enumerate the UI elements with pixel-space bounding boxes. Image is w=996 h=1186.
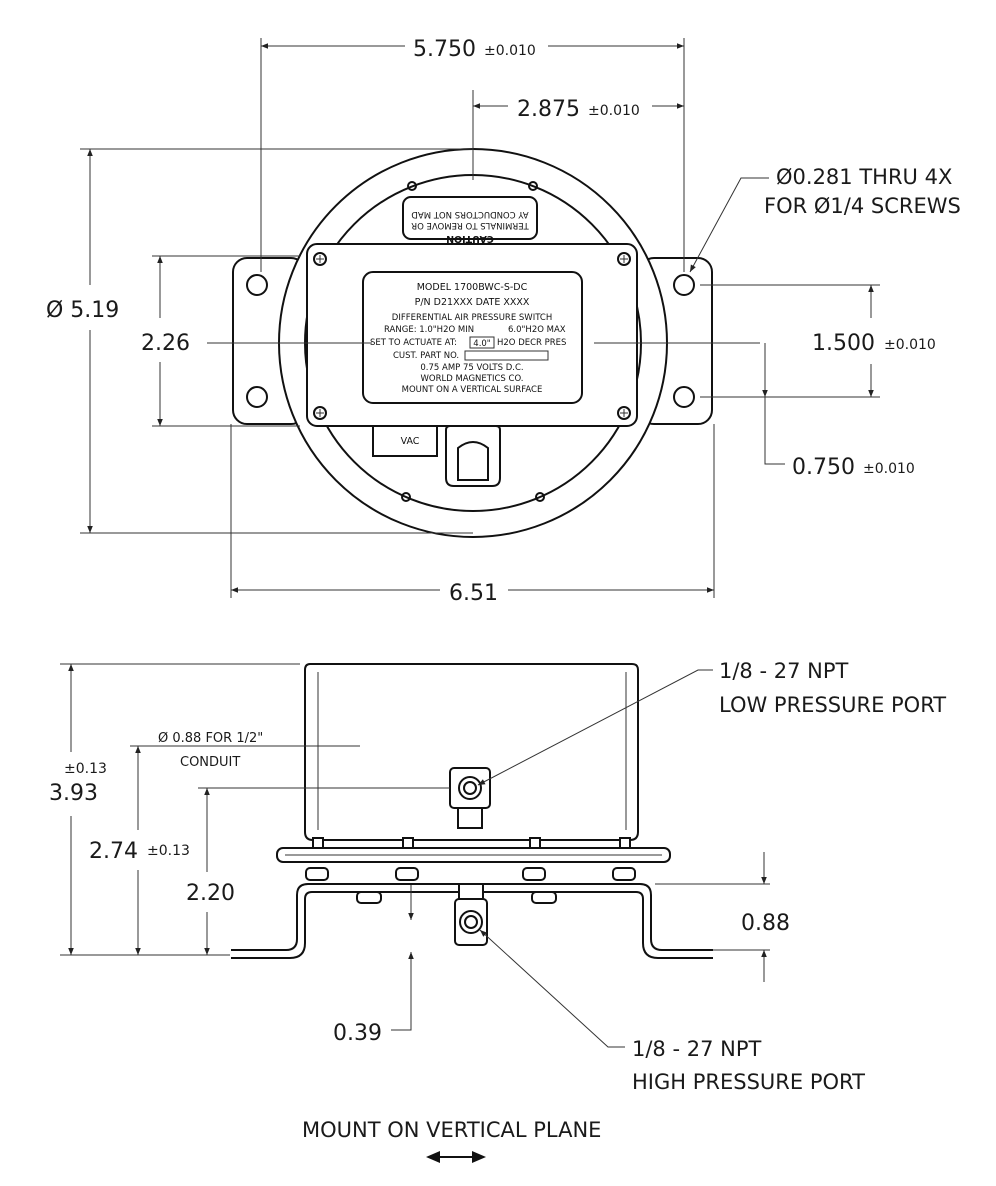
plate-set-suffix: H2O DECR PRES [497, 338, 566, 348]
low-port-line1: 1/8 - 27 NPT [719, 659, 848, 683]
vac-label: VAC [401, 436, 420, 447]
plate-cust-part: CUST. PART NO. [393, 351, 459, 361]
caution-label [402, 196, 538, 240]
dim-hole-span-right: 1.500 [812, 331, 875, 356]
conduit-line2: CONDUIT [180, 755, 240, 770]
vac-tab [372, 425, 438, 457]
mounting-hole-bl [246, 386, 268, 408]
top-view: CAUTION TERMINALS TO REMOVE OR AY CONDUC… [46, 37, 961, 606]
dim-bracket-thickness: 0.39 [333, 1021, 382, 1046]
plate-maker: WORLD MAGNETICS CO. [420, 374, 523, 384]
plate-set-label: SET TO ACTUATE AT: [370, 338, 457, 348]
dim-conduit-height: 2.74 [89, 839, 138, 864]
conduit-line1: Ø 0.88 FOR 1/2" [158, 731, 263, 746]
hole-note-line2: FOR Ø1/4 SCREWS [764, 194, 961, 218]
low-port-line2: LOW PRESSURE PORT [719, 693, 946, 717]
screw-icon [313, 252, 631, 420]
plate-range-min: RANGE: 1.0"H2O MIN [384, 325, 474, 335]
dim-half-width: 2.875 [517, 97, 580, 122]
dim-overall-width-tol: ±0.010 [484, 43, 536, 59]
side-view: ±0.13 3.93 2.74 ±0.13 Ø 0.88 FOR 1/2" CO… [49, 659, 946, 1094]
dim-overall-width: 5.750 [413, 37, 476, 62]
mount-note: MOUNT ON VERTICAL PLANE [302, 1118, 601, 1142]
plate-rating: 0.75 AMP 75 VOLTS D.C. [420, 363, 523, 373]
double-arrow-icon [426, 1151, 486, 1163]
plate-model: MODEL 1700BWC-S-DC [417, 282, 528, 293]
dim-conduit-tol: ±0.13 [147, 843, 190, 859]
plate-mount: MOUNT ON A VERTICAL SURFACE [402, 385, 543, 395]
flange-bolts [312, 837, 631, 849]
flange-nuts [305, 867, 636, 904]
dim-half-width-tol: ±0.010 [588, 103, 640, 119]
plate-desc: DIFFERENTIAL AIR PRESSURE SWITCH [392, 313, 552, 323]
low-pressure-port [449, 767, 491, 809]
mounting-hole-tr [673, 274, 695, 296]
plate-range-max: 6.0"H2O MAX [508, 325, 566, 335]
plate-cust-box [464, 350, 549, 361]
dim-low-port-height: 2.20 [186, 881, 235, 906]
mounting-hole-br [673, 386, 695, 408]
caution-label-line2: AY CONDUCTORS NOT MAD [411, 209, 529, 219]
dim-diameter: Ø 5.19 [46, 298, 119, 323]
dim-height: 3.93 [49, 781, 98, 806]
dim-height-tol: ±0.13 [64, 761, 107, 777]
caution-label-title: CAUTION [446, 233, 494, 244]
dim-hole-span-right-tol: ±0.010 [884, 337, 936, 353]
plate-pn: P/N D21XXX DATE XXXX [415, 297, 530, 308]
caution-label-line1: TERMINALS TO REMOVE OR [411, 220, 530, 230]
dim-hole-span-left: 2.26 [141, 331, 190, 356]
dim-flange-width: 6.51 [449, 581, 498, 606]
high-port-line1: 1/8 - 27 NPT [632, 1037, 761, 1061]
high-port-line2: HIGH PRESSURE PORT [632, 1070, 865, 1094]
conduit-fitting [445, 425, 501, 487]
mounting-hole-tl [246, 274, 268, 296]
plate-set-box [469, 336, 495, 349]
dim-hole-offset-tol: ±0.010 [863, 461, 915, 477]
hole-note-line1: Ø0.281 THRU 4X [776, 165, 952, 189]
plate-set-value: 4.0" [473, 339, 491, 349]
dim-hole-offset: 0.750 [792, 455, 855, 480]
dim-bracket-offset: 0.88 [741, 911, 790, 936]
